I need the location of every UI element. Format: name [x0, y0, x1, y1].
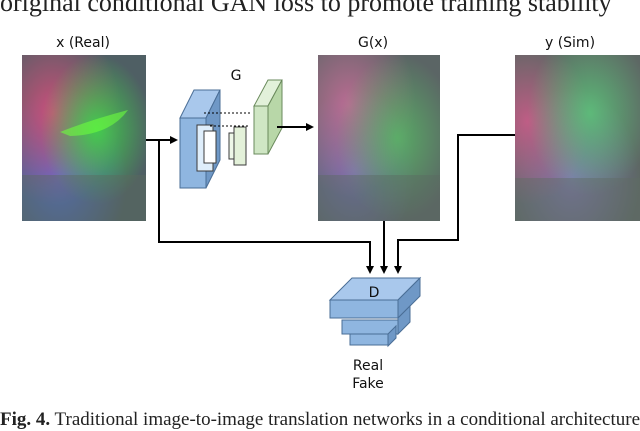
sim-image-label: y (Sim) — [545, 35, 595, 51]
generated-image — [318, 55, 440, 221]
fake-output-label: Fake — [352, 376, 384, 392]
caption-text: Traditional image-to-image translation n… — [50, 409, 640, 430]
generated-image-label: G(x) — [358, 35, 388, 51]
real-image — [22, 55, 146, 221]
figure-caption: Fig. 4. Traditional image-to-image trans… — [0, 409, 640, 431]
generator-network — [179, 79, 283, 189]
figure-number: Fig. 4. — [0, 409, 51, 430]
sim-image — [515, 55, 640, 221]
discriminator-network — [328, 276, 422, 348]
sim-to-discriminator-arrow — [394, 134, 515, 274]
diagram-canvas: x (Real) G G(x) y (Sim) — [22, 35, 640, 392]
generator-label: G — [231, 68, 242, 84]
real-to-discriminator-arrow — [158, 140, 374, 274]
discriminator-label: D — [369, 285, 380, 301]
real-image-label: x (Real) — [56, 35, 110, 51]
header-text-fragment: original conditional GAN loss to promote… — [0, 0, 612, 17]
real-output-label: Real — [353, 358, 383, 374]
